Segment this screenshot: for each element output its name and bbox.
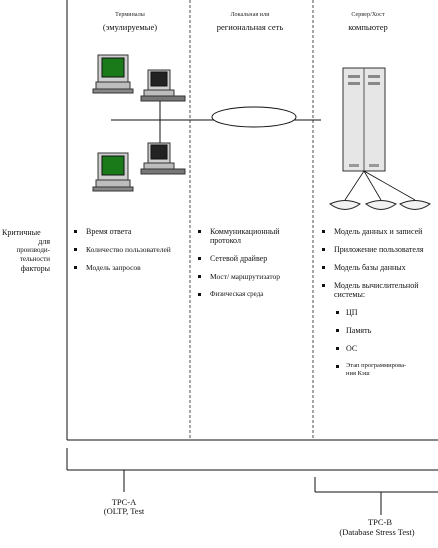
sub-list-item: Память (336, 326, 434, 335)
tpca-title: TPC-A (111, 497, 137, 507)
sub-list-item: ОС (336, 344, 434, 353)
disk-icon-2 (365, 200, 397, 210)
sub-list-item: ЦП (336, 308, 434, 317)
col2-list: Коммуникационный протокол Сетевой драйве… (198, 227, 310, 308)
list-item: Приложение пользователя (322, 245, 434, 254)
left-label-line: производи- (16, 246, 50, 254)
disk-icon-1 (329, 200, 361, 210)
left-label-line: факторы (20, 264, 50, 273)
tpca-subtitle: (OLTP, Test (103, 506, 145, 516)
tpcb-title: TPC-B (367, 517, 393, 527)
left-label-line: для (38, 237, 50, 246)
left-label: Критичные для производи- тельности факто… (2, 228, 50, 273)
list-item: Модель данных и записей (322, 227, 434, 236)
list-item: Мост/ маршрутизатор (198, 272, 310, 281)
col3-header-main: компьютер (348, 22, 388, 32)
list-item: Количество пользователей (74, 245, 186, 254)
bottom-bracket (66, 448, 438, 515)
col2-header-main: региональная сеть (216, 22, 284, 32)
col3-list: Модель данных и записей Приложение польз… (322, 227, 434, 387)
network-ellipse (211, 106, 297, 128)
sub-list-item: Этап программирова-ния Кэш (336, 362, 408, 378)
disk-icon-3 (399, 200, 431, 210)
disk-connectors (344, 170, 416, 201)
col1-list: Время ответа Количество пользователей Мо… (74, 227, 186, 281)
col2-header-top: Локальная или (230, 12, 270, 18)
col1-header-main: (эмулируемые) (102, 22, 158, 32)
terminal-monitor-1 (92, 54, 134, 94)
col3-header-top: Сервер/Хост (351, 12, 385, 18)
list-item: Сетевой драйвер (198, 254, 310, 263)
list-item: Коммуникационный протокол (198, 227, 310, 245)
left-label-line: Критичные (2, 228, 41, 237)
col1-header-top: Терминалы (115, 12, 145, 18)
left-label-line: тельности (19, 255, 50, 263)
terminal-monitor-4 (140, 142, 186, 175)
terminal-monitor-2 (140, 69, 186, 102)
list-item: Модель запросов (74, 263, 186, 272)
list-item: Модель вычислительной системы: (322, 281, 434, 299)
list-item: Время ответа (74, 227, 186, 236)
list-item: Физическая среда (198, 290, 310, 299)
tpcb-subtitle: (Database Stress Test) (339, 527, 415, 537)
list-item: Модель базы данных (322, 263, 434, 272)
terminal-monitor-3 (92, 152, 134, 192)
server-icon (342, 67, 386, 172)
